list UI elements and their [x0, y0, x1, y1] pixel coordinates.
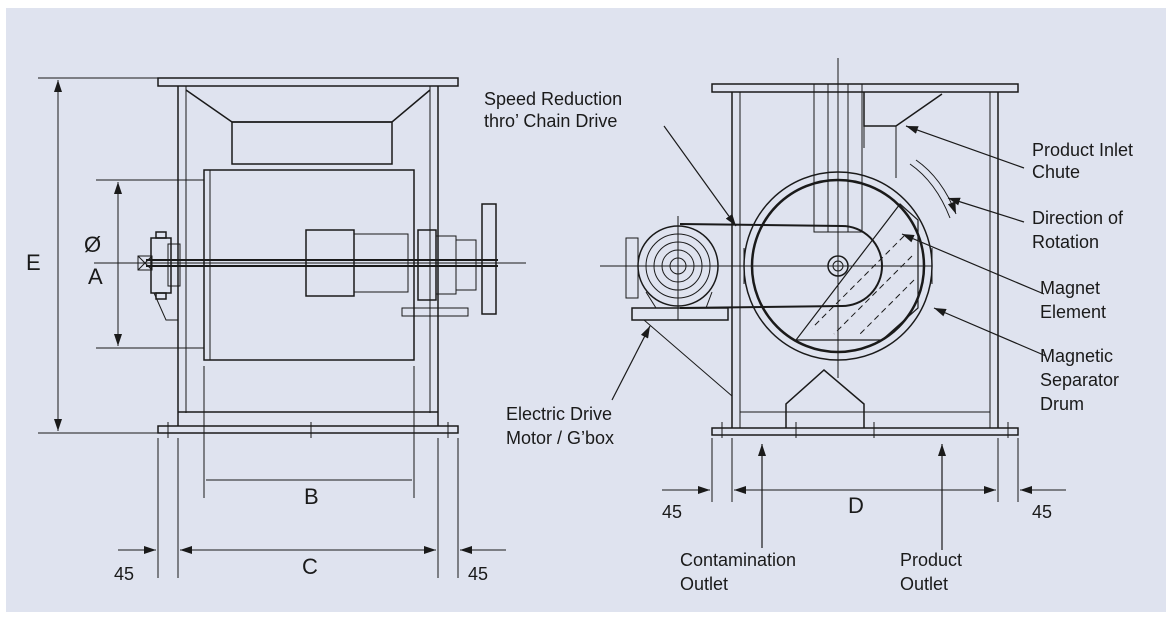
callout-drum-1: Magnetic [1040, 346, 1113, 366]
dim-b-label: B [304, 484, 319, 509]
right-bottom-flange [711, 427, 1019, 436]
callout-motor-2: Motor / G’box [506, 428, 614, 448]
dim-45-left-b: 45 [468, 564, 488, 584]
dim-45-right-b: 45 [1032, 502, 1052, 522]
callout-drum-3: Drum [1040, 394, 1084, 414]
left-top-flange [157, 77, 459, 87]
right-top-flange [711, 83, 1019, 93]
dim-45-right-a: 45 [662, 502, 682, 522]
callout-contamination-2: Outlet [680, 574, 728, 594]
left-dimensions [38, 77, 506, 578]
dim-45-left-a: 45 [114, 564, 134, 584]
left-view [94, 77, 526, 438]
callout-product-outlet-1: Product [900, 550, 962, 570]
dim-c-label: C [302, 554, 318, 579]
callout-product-outlet-2: Outlet [900, 574, 948, 594]
left-bottom-flange [157, 425, 459, 434]
callout-product-inlet-2: Chute [1032, 162, 1080, 182]
callout-magnet-2: Element [1040, 302, 1106, 322]
magnet-element [794, 203, 919, 341]
callout-motor-1: Electric Drive [506, 404, 612, 424]
sprocket [481, 203, 497, 315]
callout-speed-reduction-2: thro’ Chain Drive [484, 111, 617, 131]
callout-magnet-1: Magnet [1040, 278, 1100, 298]
drawing-panel: E Ø A B C 45 45 D 45 45 Speed Reduction … [6, 8, 1166, 612]
drum-shaft [827, 255, 849, 277]
dim-dia-symbol: Ø [84, 232, 101, 257]
callout-leaders [611, 125, 1047, 550]
right-dimensions [662, 438, 1066, 502]
dim-e-label: E [26, 250, 41, 275]
callout-direction-1: Direction of [1032, 208, 1124, 228]
right-view [600, 58, 1019, 438]
dim-d-label: D [848, 493, 864, 518]
callout-direction-2: Rotation [1032, 232, 1099, 252]
motor-base [631, 307, 729, 321]
callout-speed-reduction-1: Speed Reduction [484, 89, 622, 109]
callout-contamination-1: Contamination [680, 550, 796, 570]
panel-background [6, 8, 1166, 612]
engineering-drawing: E Ø A B C 45 45 D 45 45 Speed Reduction … [6, 8, 1166, 612]
callout-drum-2: Separator [1040, 370, 1119, 390]
left-inlet-chute [231, 121, 393, 165]
dim-a-label: A [88, 264, 103, 289]
callout-product-inlet-1: Product Inlet [1032, 140, 1133, 160]
right-inlet-chute [863, 92, 943, 127]
